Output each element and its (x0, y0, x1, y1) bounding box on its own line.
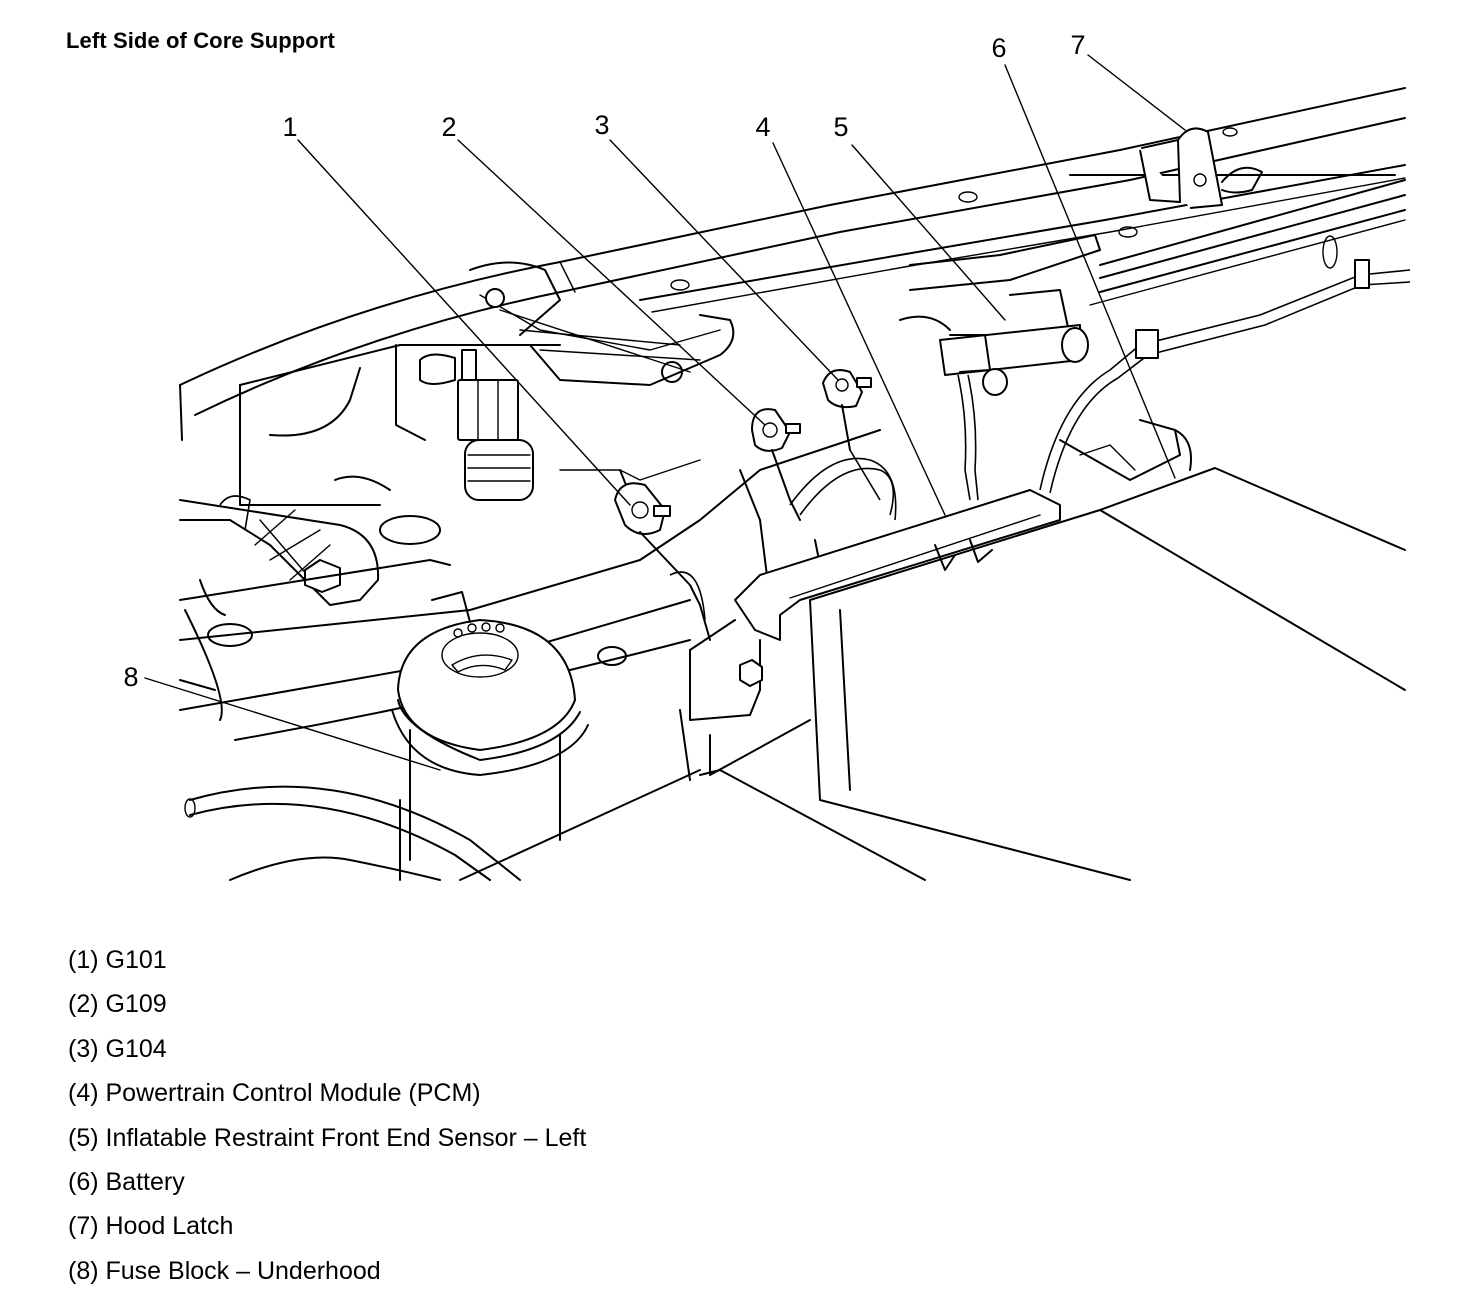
battery-drawing (699, 419, 1406, 881)
callout-numbers: 1 2 3 4 5 6 7 8 (123, 30, 1085, 692)
wiring-harness (1039, 259, 1411, 494)
leader-line-6 (1004, 64, 1176, 479)
left-engine-components (179, 261, 735, 666)
leader-line-2 (457, 139, 766, 426)
callout-number-7: 7 (1070, 30, 1085, 60)
legend-item-g104: (3) G104 (68, 1034, 167, 1063)
leader-line-3 (609, 139, 839, 381)
leader-line-8 (144, 677, 441, 771)
legend-item-front-end-sensor: (5) Inflatable Restraint Front End Senso… (68, 1123, 587, 1152)
leader-line-4 (772, 142, 946, 516)
callout-number-5: 5 (833, 112, 848, 142)
legend-item-pcm: (4) Powertrain Control Module (PCM) (68, 1079, 481, 1108)
diagram-title: Left Side of Core Support (66, 28, 335, 53)
hood-latch-drawing (1139, 127, 1263, 209)
callout-number-2: 2 (441, 112, 456, 142)
callout-number-8: 8 (123, 662, 138, 692)
legend-item-g109: (2) G109 (68, 990, 167, 1019)
legend-item-g101: (1) G101 (68, 946, 167, 974)
legend-item-hood-latch: (7) Hood Latch (68, 1212, 234, 1241)
engine-compartment-illustration: 1 2 3 4 5 6 7 8 (123, 30, 1411, 881)
leader-line-5 (851, 144, 1006, 321)
callout-number-4: 4 (755, 112, 770, 142)
callout-number-3: 3 (594, 110, 609, 140)
callout-number-6: 6 (991, 33, 1006, 63)
legend-item-fuse-block: (8) Fuse Block – Underhood (68, 1256, 381, 1285)
callout-legend: (1) G101 (2) G109 (3) G104 (4) Powertrai… (68, 944, 586, 1299)
ground-terminals (614, 369, 872, 641)
callout-number-1: 1 (282, 112, 297, 142)
leader-lines (144, 54, 1186, 771)
pcm-drawing (679, 489, 1061, 781)
front-end-sensor-drawing (899, 234, 1101, 501)
core-support-rail (179, 87, 1406, 416)
legend-item-battery: (6) Battery (68, 1167, 185, 1196)
lower-foreground (184, 769, 701, 881)
leader-line-7 (1087, 54, 1186, 131)
washer-reservoir (391, 591, 589, 861)
left-bracket (179, 475, 451, 721)
leader-line-1 (297, 139, 631, 506)
